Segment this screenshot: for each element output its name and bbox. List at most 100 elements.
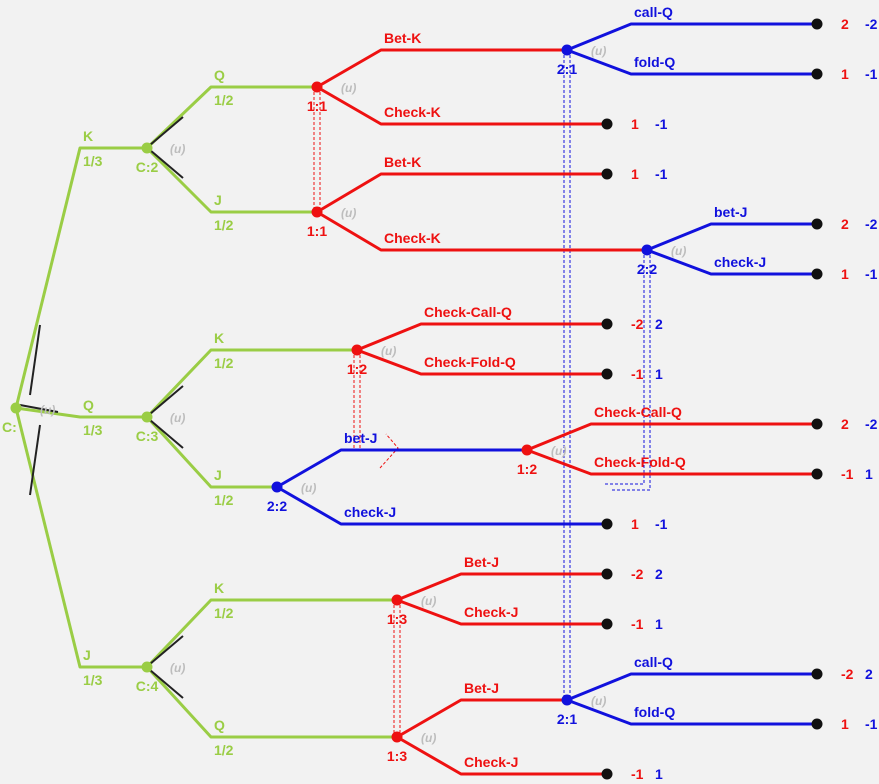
uniform-label: (u) (551, 444, 566, 458)
chance-marker (29, 424, 41, 496)
branch-c2-p1b (145, 146, 317, 214)
chance-marker (149, 116, 184, 146)
branch-c3-p2d (145, 415, 277, 489)
terminal-node (601, 318, 613, 330)
uniform-label: (u) (381, 344, 396, 358)
probability-label: 1/2 (214, 605, 234, 621)
branch-p1c-t7 (356, 322, 607, 352)
branch-c3-p1c (145, 348, 357, 419)
terminal-node (811, 468, 823, 480)
info-set-1-3 (393, 600, 401, 737)
payoff-player1: 1 (631, 166, 639, 182)
chance-marker (149, 635, 184, 665)
node-label: 2:1 (557, 61, 577, 77)
branch-p2d-t11 (276, 485, 607, 526)
uniform-label: (u) (170, 411, 185, 425)
branches (14, 22, 817, 776)
branch-p2a-t2 (566, 48, 817, 76)
player1-decision-node (391, 731, 403, 743)
payoff-player2: 1 (865, 466, 873, 482)
move-label: Check-J (464, 604, 518, 620)
uniform-label: (u) (341, 206, 356, 220)
branch-p1d-t9 (526, 422, 817, 452)
payoff-player2: -1 (655, 166, 668, 182)
branch-p2b-t6 (646, 248, 817, 276)
payoff-player1: -1 (841, 466, 854, 482)
move-label: check-J (344, 504, 396, 520)
move-label: J (214, 192, 222, 208)
move-label: Bet-J (464, 680, 499, 696)
chance-marker (149, 419, 184, 449)
probability-label: 1/2 (214, 92, 234, 108)
terminal-node (601, 618, 613, 630)
payoff-player2: 2 (865, 666, 873, 682)
payoff-player1: -2 (631, 566, 644, 582)
payoff-player2: 1 (655, 766, 663, 782)
node-label: 1:3 (387, 611, 407, 627)
chance-marker (149, 669, 184, 699)
chance-marker (149, 149, 184, 179)
payoff-player1: 1 (631, 516, 639, 532)
branch-p1a-t3 (316, 85, 607, 126)
uniform-label: (u) (421, 594, 436, 608)
move-label: bet-J (344, 430, 377, 446)
terminal-node (601, 518, 613, 530)
move-label: Q (214, 717, 225, 733)
node-label: 2:2 (267, 498, 287, 514)
player2-decision-node (561, 694, 573, 706)
move-label: Bet-K (384, 154, 421, 170)
player2-decision-node (561, 44, 573, 56)
branch-p2c-t14 (566, 672, 817, 702)
branch-root-c4 (14, 407, 147, 669)
move-label: Check-Call-Q (424, 304, 512, 320)
labels: K1/3Q1/3J1/3Q1/2J1/2K1/2J1/2K1/2Q1/2Bet-… (2, 4, 878, 782)
payoff-player1: -1 (631, 766, 644, 782)
branch-p2b-t5 (646, 222, 817, 252)
uniform-label: (u) (301, 481, 316, 495)
move-label: Check-J (464, 754, 518, 770)
terminal-node (811, 218, 823, 230)
payoff-player2: -2 (865, 216, 878, 232)
probability-label: 1/3 (83, 153, 103, 169)
move-label: K (83, 128, 93, 144)
payoff-player1: -1 (631, 366, 644, 382)
probability-label: 1/2 (214, 355, 234, 371)
player1-decision-node (351, 344, 363, 356)
branch-p1e-t13 (396, 598, 607, 626)
probability-label: 1/2 (214, 492, 234, 508)
terminal-node (811, 18, 823, 30)
payoff-player2: 1 (655, 366, 663, 382)
terminal-node (811, 418, 823, 430)
terminal-node (601, 368, 613, 380)
payoff-player1: -1 (631, 616, 644, 632)
payoff-player2: -2 (865, 16, 878, 32)
player1-decision-node (311, 81, 323, 93)
info-set-1-2-connector (379, 433, 399, 469)
probability-label: 1/3 (83, 672, 103, 688)
node-label: C:4 (136, 678, 159, 694)
payoff-player2: -1 (865, 266, 878, 282)
move-label: Check-K (384, 230, 441, 246)
chance-node (141, 661, 153, 673)
move-label: K (214, 580, 224, 596)
root-chance-node (10, 402, 22, 414)
move-label: Q (214, 67, 225, 83)
node-label: 1:1 (307, 223, 327, 239)
branch-p1d-t10 (526, 448, 817, 476)
payoff-player1: 1 (841, 716, 849, 732)
chance-node (141, 142, 153, 154)
payoff-player2: -1 (655, 516, 668, 532)
probability-label: 1/2 (214, 217, 234, 233)
chance-node (141, 411, 153, 423)
node-label: C:2 (136, 159, 159, 175)
payoff-player2: 2 (655, 316, 663, 332)
terminal-node (601, 768, 613, 780)
move-label: Check-K (384, 104, 441, 120)
payoff-player1: 2 (841, 216, 849, 232)
branch-p1b-p2b (316, 210, 647, 252)
move-label: Check-Call-Q (594, 404, 682, 420)
branch-p2a-t1 (566, 22, 817, 52)
uniform-label: (u) (421, 731, 436, 745)
payoff-player2: -1 (655, 116, 668, 132)
